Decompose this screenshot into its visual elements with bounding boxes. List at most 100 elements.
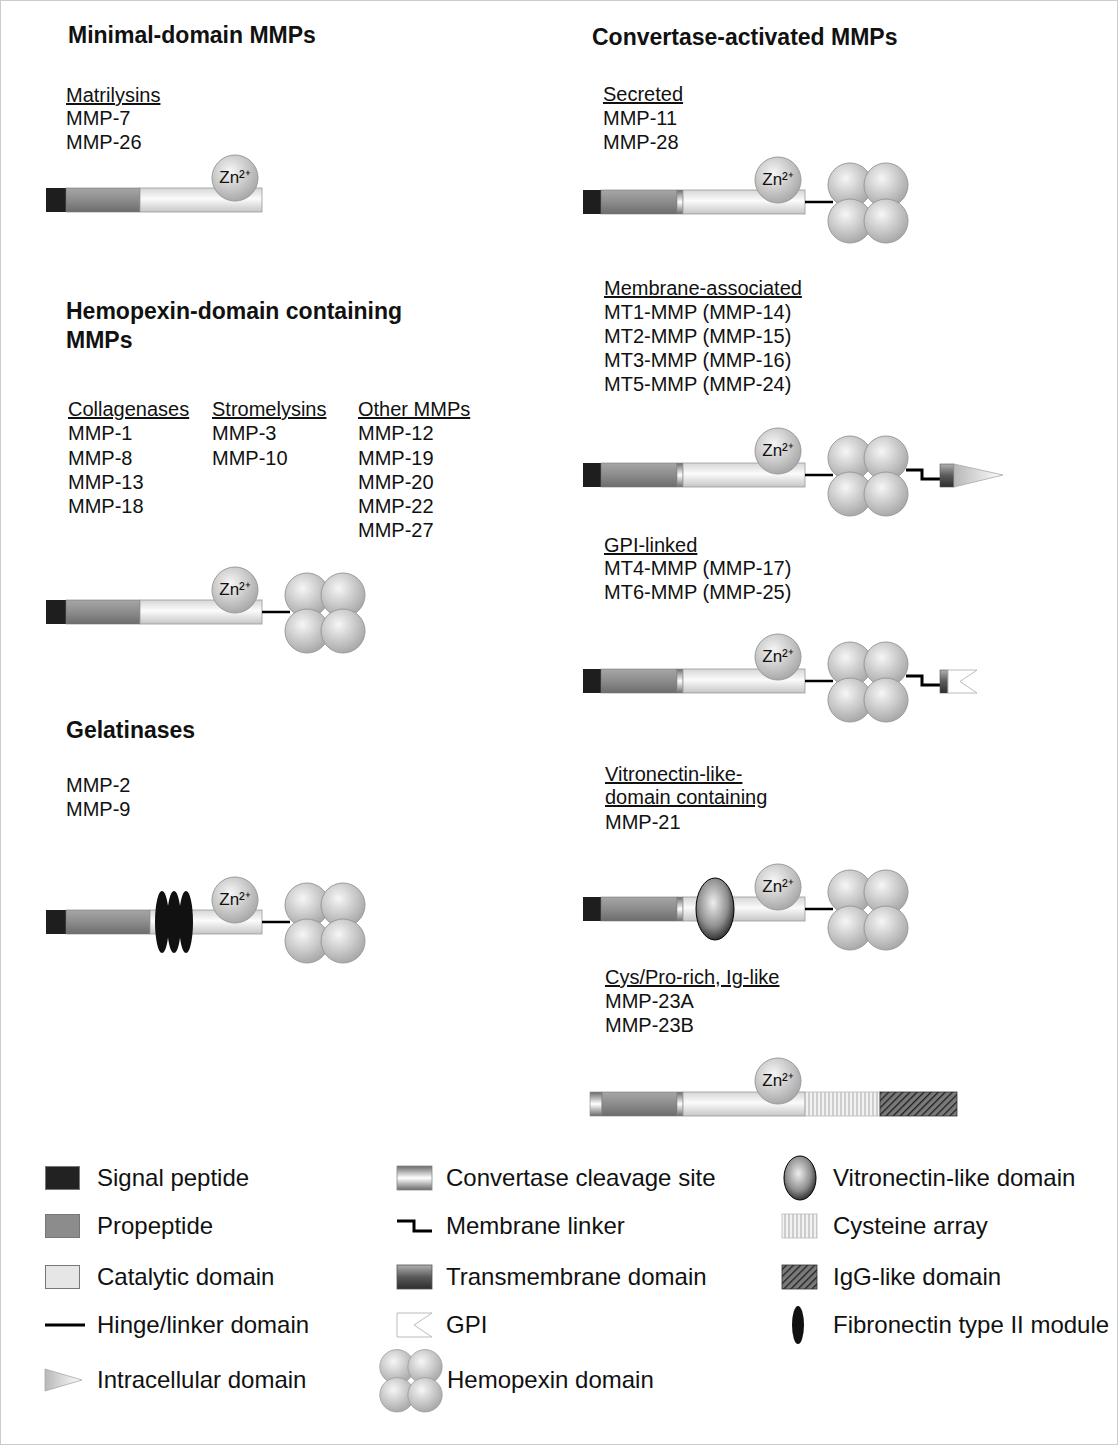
zinc-ion-circle: Zn²⁺ [211, 154, 259, 202]
zinc-circle [755, 157, 801, 203]
legend-swatch [45, 1166, 80, 1190]
anchor-stripe [940, 670, 948, 693]
mmp-name: MMP-19 [358, 446, 434, 470]
mmp-name: MT5-MMP (MMP-24) [604, 372, 791, 396]
legend-label: Propeptide [97, 1212, 213, 1240]
convertase-site [677, 190, 683, 214]
propeptide [601, 669, 677, 693]
legend-swatch [45, 1214, 80, 1238]
mmp-name: MMP-28 [603, 130, 679, 154]
legend-label: Vitronectin-like domain [833, 1164, 1075, 1192]
hinge-linker [262, 921, 290, 924]
mmp-name: MMP-20 [358, 470, 434, 494]
mmp-name: MMP-8 [68, 446, 132, 470]
gpi-sample [397, 1313, 432, 1337]
convertase-site [677, 897, 683, 921]
propeptide [601, 190, 677, 214]
n-terminal-anchor [590, 1092, 602, 1116]
zinc-circle [755, 428, 801, 474]
igg-sample [782, 1265, 817, 1289]
zinc-ion-circle: Zn²⁺ [211, 566, 259, 614]
intracellular-sample [45, 1369, 82, 1391]
hemopexin-domain [828, 163, 908, 243]
hemopexin-domain [828, 870, 908, 950]
cysteine-array [805, 1092, 880, 1116]
membrane-linker-sample [397, 1221, 432, 1231]
mmp-name: MMP-9 [66, 797, 130, 821]
group-heading: Collagenases [68, 397, 189, 421]
zinc-ion-circle: Zn²⁺ [754, 427, 802, 475]
mmp-name: MMP-21 [605, 810, 681, 834]
hemopexin-mmp-structure [46, 573, 365, 653]
section-heading: Hemopexin-domain containing MMPs [66, 297, 436, 355]
legend-label: GPI [446, 1311, 487, 1339]
zinc-ion-circle: Zn²⁺ [754, 633, 802, 681]
cleavage-sample [397, 1166, 432, 1190]
zinc-ion-circle: Zn²⁺ [754, 863, 802, 911]
zinc-label: Zn²⁺ [762, 1071, 794, 1091]
hemopexin-domain [828, 436, 908, 516]
legend-swatch [45, 1265, 80, 1289]
group-heading: Matrilysins [66, 83, 160, 107]
signal-peptide [583, 463, 601, 487]
zinc-ion-circle: Zn²⁺ [754, 1057, 802, 1105]
section-heading: Minimal-domain MMPs [68, 21, 316, 49]
hemopexin-domain [285, 883, 365, 963]
intracellular-domain [954, 464, 1003, 487]
convertase-site [677, 669, 683, 693]
signal-peptide [583, 190, 601, 214]
propeptide [66, 910, 150, 934]
vitronectin-sample [784, 1156, 816, 1200]
hemopexin-domain [285, 573, 365, 653]
mmp-name: MMP-11 [603, 106, 677, 130]
membrane-linker [906, 676, 940, 685]
zinc-circle [755, 864, 801, 910]
hemopexin-sample [380, 1350, 442, 1412]
mmp-name: MT1-MMP (MMP-14) [604, 300, 791, 324]
zinc-ion-circle: Zn²⁺ [211, 876, 259, 924]
transmembrane-sample [397, 1265, 432, 1289]
zinc-circle [212, 155, 258, 201]
mmp-name: MT2-MMP (MMP-15) [604, 324, 791, 348]
gpi-mmp-structure [583, 642, 977, 722]
mmp-name: MMP-3 [212, 421, 276, 445]
legend-label: Signal peptide [97, 1164, 249, 1192]
mmp-name: MMP-1 [68, 421, 132, 445]
zinc-circle [755, 634, 801, 680]
fibronectin-sample [792, 1306, 804, 1344]
zinc-circle [212, 877, 258, 923]
hinge-linker [805, 680, 833, 683]
mt-mmp-structure [583, 436, 1003, 516]
legend-label: IgG-like domain [833, 1263, 1001, 1291]
zinc-label: Zn²⁺ [762, 647, 794, 667]
zinc-label: Zn²⁺ [219, 580, 251, 600]
gpi-anchor [948, 670, 977, 693]
mmp-name: MMP-23A [605, 989, 694, 1013]
zinc-label: Zn²⁺ [762, 170, 794, 190]
group-heading: Stromelysins [212, 397, 326, 421]
fibronectin-module [167, 891, 181, 953]
zinc-label: Zn²⁺ [762, 877, 794, 897]
propeptide [602, 1092, 677, 1116]
mmp-name: MT6-MMP (MMP-25) [604, 580, 791, 604]
fibronectin-module [179, 891, 193, 953]
signal-peptide [46, 910, 66, 934]
legend-label: Catalytic domain [97, 1263, 274, 1291]
group-heading: Other MMPs [358, 397, 470, 421]
section-heading: Gelatinases [66, 716, 195, 744]
fibronectin-module [155, 891, 169, 953]
secreted-mmp-structure [583, 163, 908, 243]
legend-label: Convertase cleavage site [446, 1164, 715, 1192]
hemopexin-domain [828, 642, 908, 722]
hinge-linker [805, 908, 833, 911]
propeptide [601, 463, 677, 487]
group-heading: GPI-linked [604, 533, 697, 557]
section-heading: Convertase-activated MMPs [592, 23, 898, 51]
signal-peptide [583, 669, 601, 693]
hinge-linker [805, 201, 833, 204]
convertase-site [677, 1092, 683, 1116]
zinc-label: Zn²⁺ [219, 168, 251, 188]
convertase-site [677, 463, 683, 487]
legend-label: Membrane linker [446, 1212, 625, 1240]
